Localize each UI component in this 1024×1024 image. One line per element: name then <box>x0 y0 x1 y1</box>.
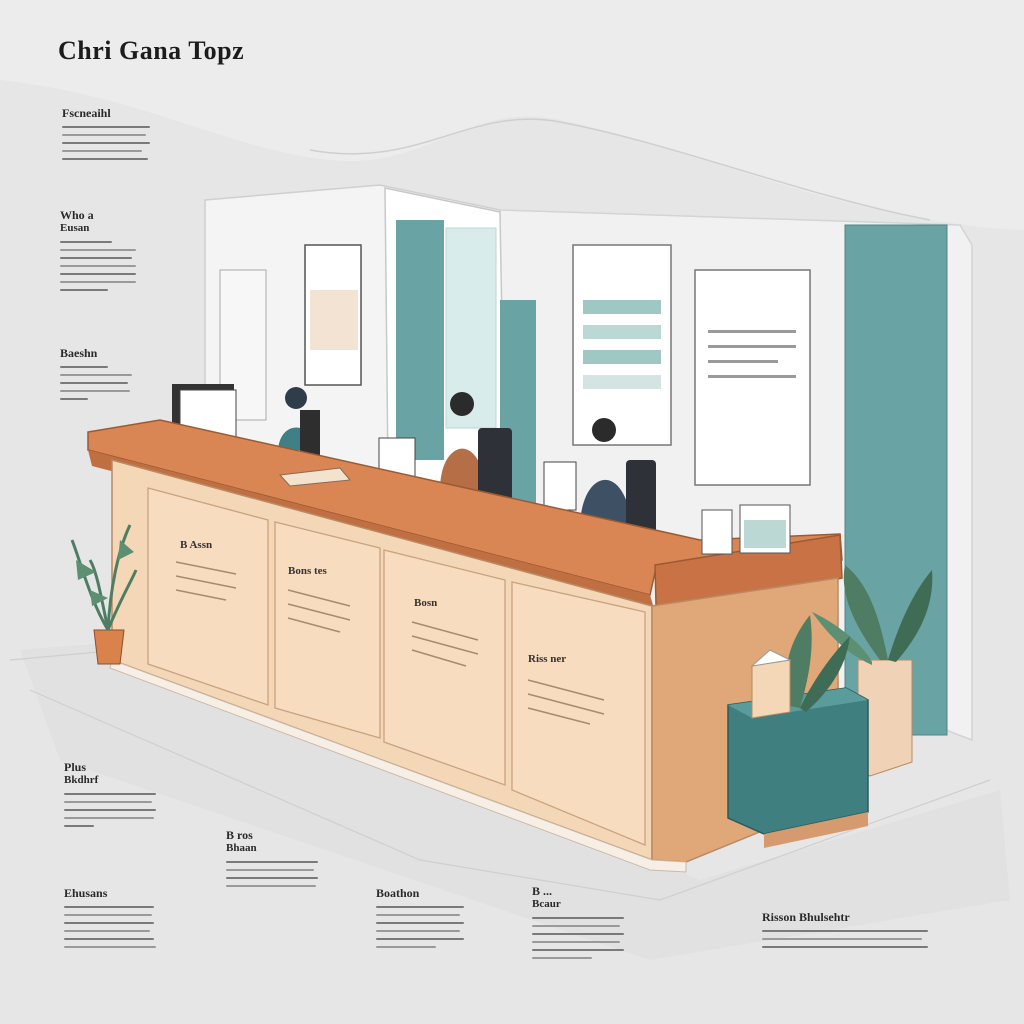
wave-line <box>309 118 931 221</box>
waste-bin <box>727 687 869 848</box>
annotation-subheading: Eusan <box>60 222 90 234</box>
annotation-heading: B ... <box>532 884 553 898</box>
poster-left-bar2 <box>583 325 661 339</box>
poster-right-line4 <box>708 375 796 378</box>
poster-left <box>572 244 672 446</box>
poster-right-line3 <box>708 360 778 363</box>
monitor-icon <box>543 461 577 511</box>
annotation-heading: Fscneaihl <box>62 106 111 120</box>
teal-door <box>396 220 444 460</box>
glass-door <box>445 227 497 429</box>
annotation-heading: Baeshn <box>60 346 98 360</box>
wall-picture-inner <box>310 290 358 350</box>
annotation-subheading: Bkdhrf <box>64 774 99 786</box>
counter-panel-1-label: B Assn <box>180 539 212 551</box>
document-icon <box>278 467 351 487</box>
counter-panel-3 <box>383 549 506 786</box>
tissue-box <box>750 649 792 719</box>
poster-title: Chri Gana Topz <box>58 36 245 65</box>
annotation-top-left: Fscneaihl <box>62 106 154 160</box>
poster-left-bar3 <box>583 350 661 364</box>
plant-icon <box>812 565 933 777</box>
poster-right-line2 <box>708 345 796 348</box>
plant-icon <box>70 524 138 665</box>
annotation-heading: Who a <box>60 208 94 222</box>
annotation-bottom-center-3: B ... Bcaur <box>532 884 628 959</box>
annotation-heading: Risson Bhulsehtr <box>762 910 850 924</box>
person-icon <box>278 387 320 455</box>
annotation-mid-left-2: Baeshn <box>60 346 140 400</box>
plant-icon <box>786 615 850 712</box>
person-icon <box>580 418 656 540</box>
annotation-heading: Boathon <box>376 886 420 900</box>
counter-panel-3-label: Bosn <box>414 597 437 609</box>
annotation-bottom-center-1: B ros Bhaan <box>226 828 322 887</box>
annotation-bottom-right: Risson Bhulsehtr <box>762 910 932 948</box>
counter-panel-text-lines <box>175 561 605 725</box>
annotation-heading: Ehusans <box>64 886 108 900</box>
annotation-subheading: Bcaur <box>532 898 561 910</box>
annotation-heading: B ros <box>226 828 253 842</box>
counter-panel-2-label: Bons tes <box>288 565 328 577</box>
poster-left-bar1 <box>583 300 661 314</box>
annotation-bottom-left-1: Plus Bkdhrf <box>64 760 160 827</box>
annotation-mid-left-1: Who a Eusan <box>60 208 140 291</box>
annotation-subheading: Bhaan <box>226 842 257 854</box>
counter-panel-2 <box>274 521 381 739</box>
annotation-heading: Plus <box>64 760 87 774</box>
annotation-bottom-left-2: Ehusans <box>64 886 160 948</box>
counter-base <box>109 659 687 873</box>
document-icon <box>701 504 791 555</box>
poster-left-bar4 <box>583 375 661 389</box>
person-icon <box>440 392 512 508</box>
counter-panel-4-label: Riss ner <box>528 653 566 665</box>
annotation-bottom-center-2: Boathon <box>376 886 468 948</box>
counter-panel-4 <box>511 581 646 846</box>
poster-right-line1 <box>708 330 796 333</box>
